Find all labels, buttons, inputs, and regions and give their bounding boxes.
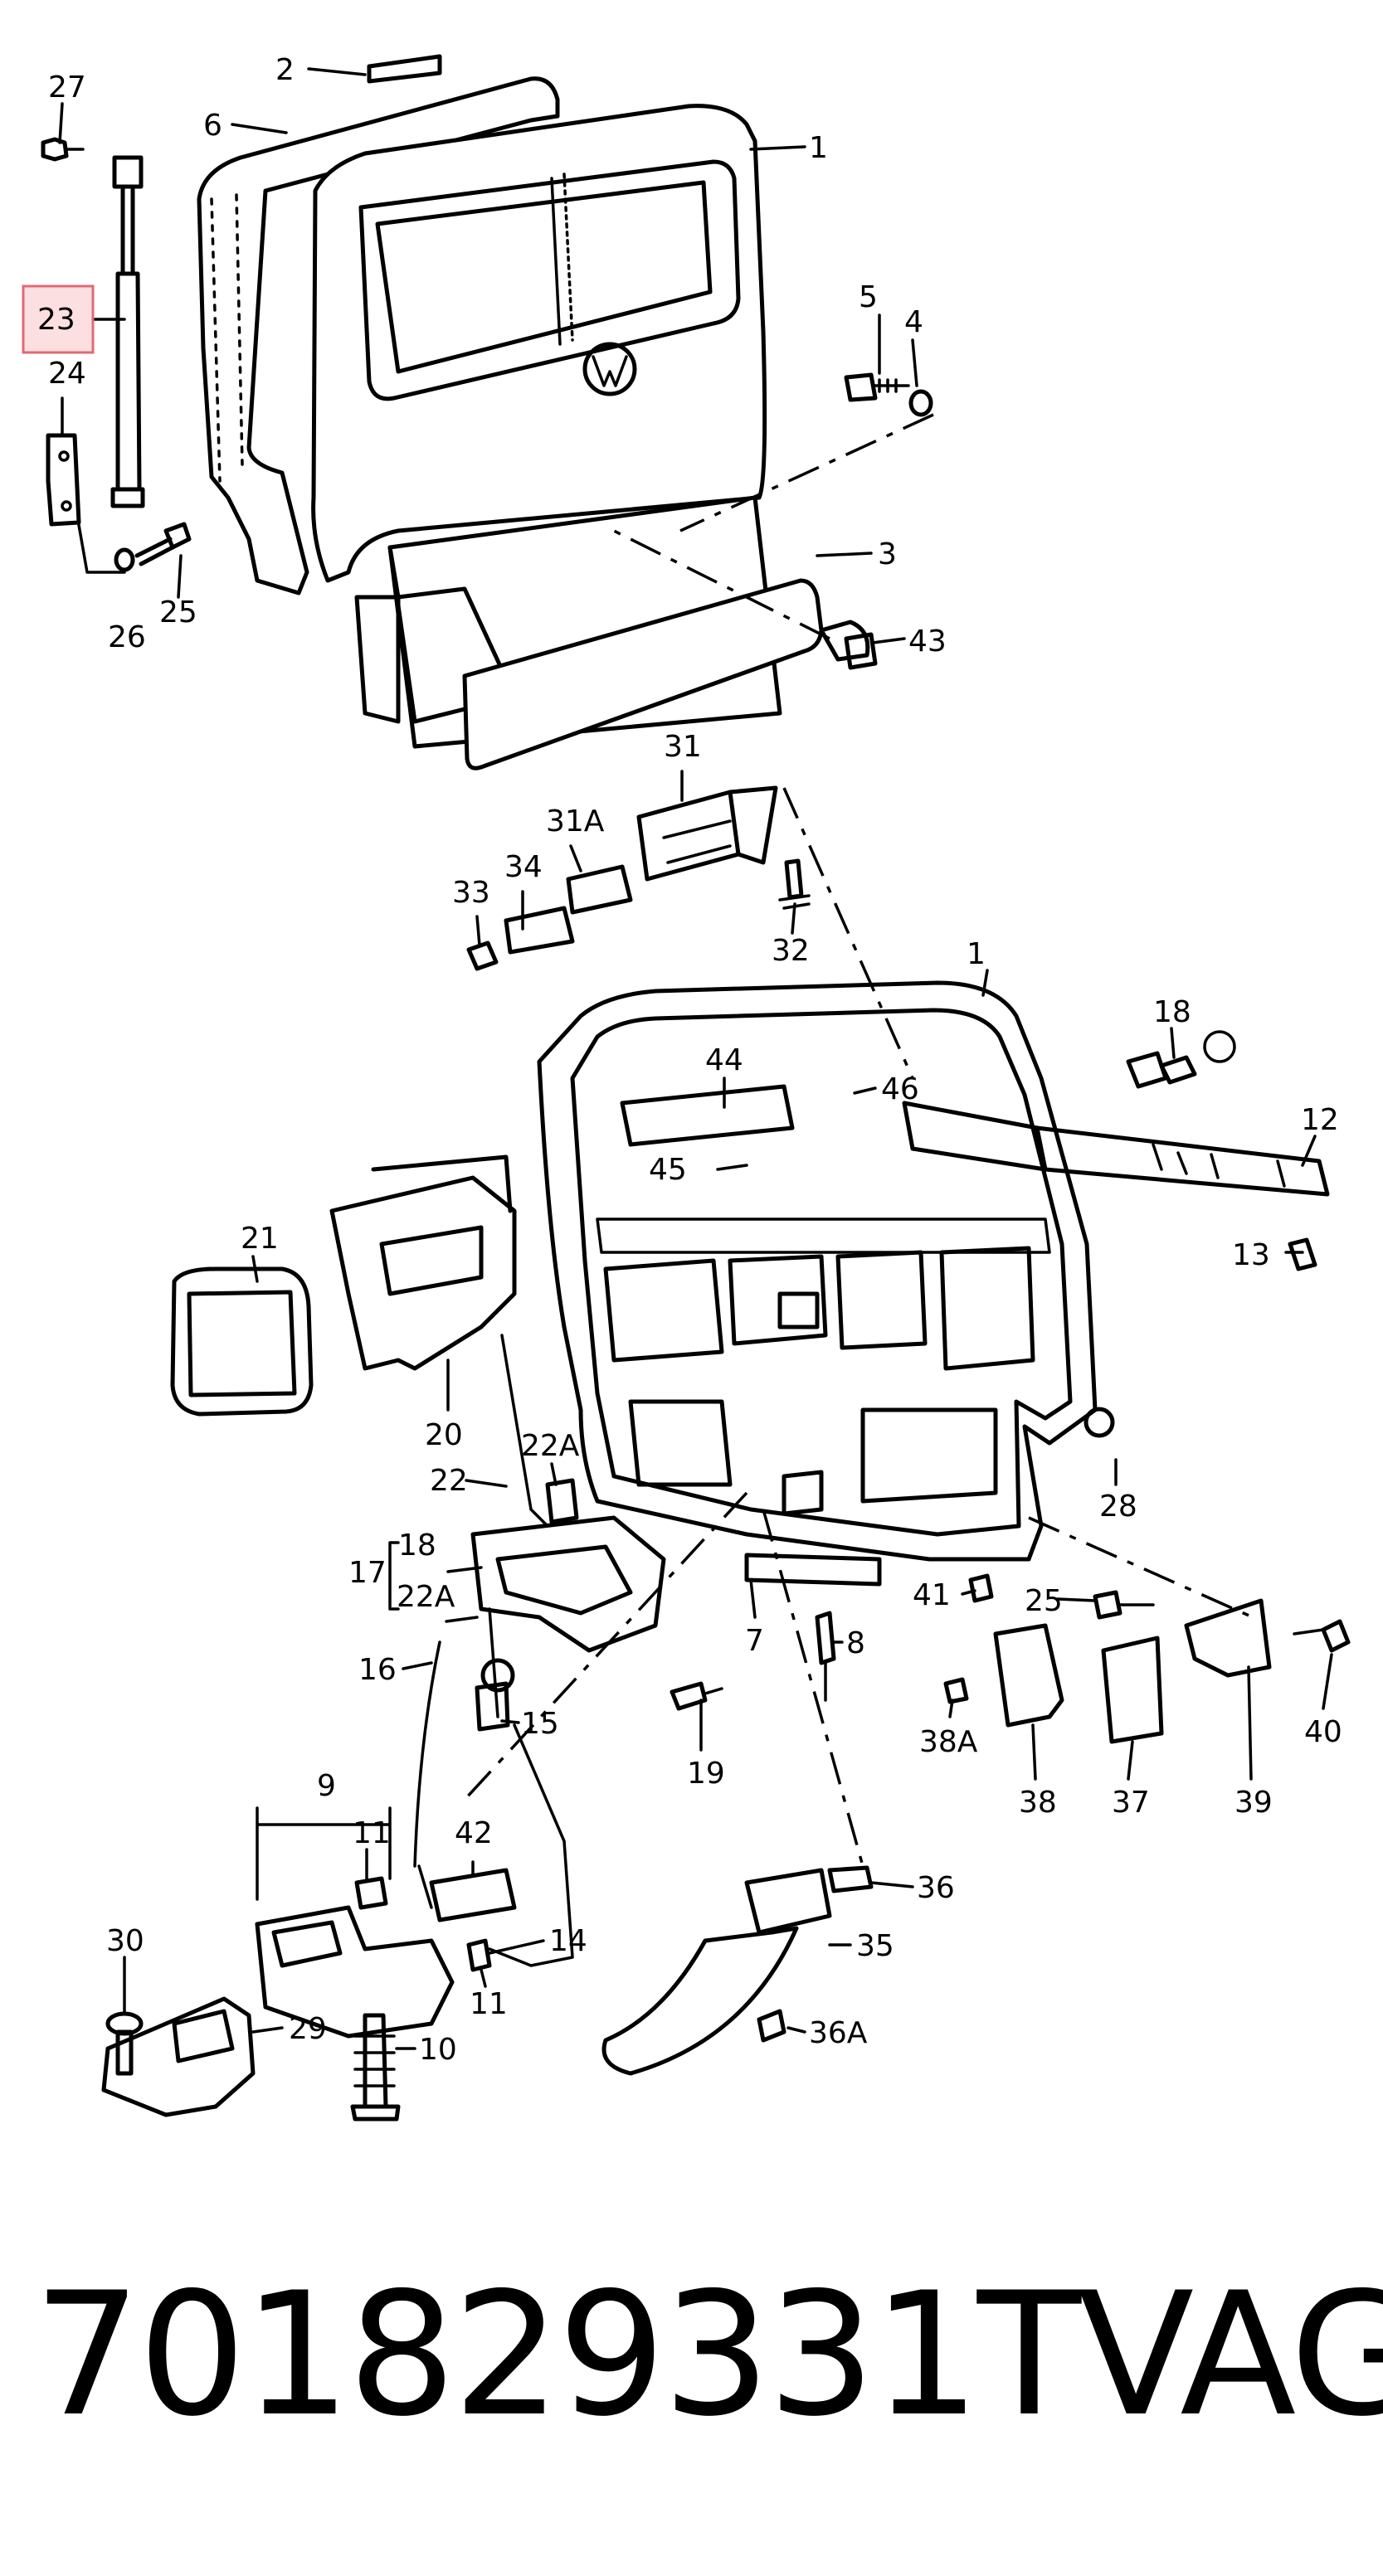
- callout-43: 43: [908, 625, 947, 659]
- callout-28: 28: [1099, 1490, 1137, 1524]
- callout-11-upper: 11: [353, 1816, 391, 1850]
- callout-31: 31: [664, 730, 702, 764]
- callout-23: 23: [37, 303, 75, 337]
- callout-2: 2: [275, 53, 295, 87]
- callout-35: 35: [856, 1929, 894, 1963]
- callout-42: 42: [455, 1816, 493, 1850]
- callout-10: 10: [419, 2033, 457, 2067]
- callout-15: 15: [521, 1707, 559, 1741]
- callout-11-lower: 11: [470, 1987, 508, 2021]
- callout-38: 38: [1019, 1786, 1057, 1820]
- tailgate-outer-panel: [41, 54, 934, 770]
- callout-3: 3: [878, 537, 897, 571]
- callout-24: 24: [48, 357, 86, 391]
- part-caption: 701829331T VAG: [0, 2231, 1383, 2480]
- callout-37: 37: [1112, 1786, 1150, 1820]
- callout-38A: 38A: [919, 1725, 978, 1759]
- callout-21: 21: [241, 1222, 279, 1256]
- callout-31A: 31A: [546, 804, 605, 838]
- lower-right-parts: [601, 1516, 1351, 2076]
- tailgate-inner-frame: [537, 980, 1330, 1562]
- lower-left-parts: [101, 1868, 517, 2122]
- callout-33: 33: [452, 876, 490, 910]
- callout-18-group: 18: [398, 1529, 436, 1563]
- callout-14: 14: [549, 1924, 587, 1958]
- callout-leaders: [58, 67, 1333, 2050]
- callout-29: 29: [289, 2012, 327, 2046]
- callout-41: 41: [913, 1578, 951, 1612]
- callout-36A: 36A: [809, 2016, 868, 2050]
- callout-32: 32: [772, 934, 810, 968]
- exploded-parts-diagram: 2 6 1 27 23 24 26 25 5 4 3 43 31 31A 34 …: [22, 53, 1351, 2122]
- callout-26: 26: [108, 620, 146, 654]
- callout-6: 6: [203, 109, 222, 143]
- callout-30: 30: [106, 1924, 144, 1958]
- callout-22A-upper: 22A: [521, 1429, 580, 1463]
- callout-46: 46: [881, 1072, 919, 1106]
- callout-25-upper: 25: [159, 595, 197, 629]
- hinge-assembly: [466, 785, 914, 1079]
- callout-8: 8: [846, 1626, 865, 1660]
- callout-12: 12: [1301, 1103, 1339, 1137]
- callout-9: 9: [317, 1769, 336, 1803]
- callout-22A-group: 22A: [397, 1580, 455, 1614]
- callout-44: 44: [705, 1043, 743, 1077]
- callout-23-highlight: [22, 284, 95, 354]
- callout-20: 20: [425, 1418, 463, 1452]
- callout-45: 45: [649, 1153, 687, 1187]
- brand-name: VAG: [1078, 2256, 1383, 2454]
- part-number: 701829331T: [33, 2256, 1081, 2454]
- callout-4: 4: [904, 305, 923, 339]
- callout-34: 34: [504, 850, 543, 884]
- callout-16: 16: [358, 1653, 397, 1687]
- callout-36: 36: [917, 1871, 955, 1905]
- callout-1-upper: 1: [809, 131, 828, 165]
- callout-40: 40: [1304, 1715, 1342, 1749]
- lock-mechanism: [170, 1154, 882, 1967]
- callout-39: 39: [1234, 1786, 1273, 1820]
- callout-13: 13: [1232, 1238, 1270, 1272]
- callout-7: 7: [745, 1624, 764, 1658]
- callout-22: 22: [430, 1464, 468, 1498]
- callout-5: 5: [859, 280, 878, 314]
- callout-17: 17: [348, 1556, 387, 1590]
- callout-19: 19: [687, 1757, 725, 1791]
- callout-1-lower: 1: [967, 937, 986, 971]
- callout-18-upper: 18: [1153, 995, 1191, 1029]
- callout-27: 27: [48, 70, 86, 104]
- callout-labels: 2 6 1 27 23 24 26 25 5 4 3 43 31 31A 34 …: [37, 53, 1342, 2067]
- callout-25-lower: 25: [1025, 1584, 1063, 1618]
